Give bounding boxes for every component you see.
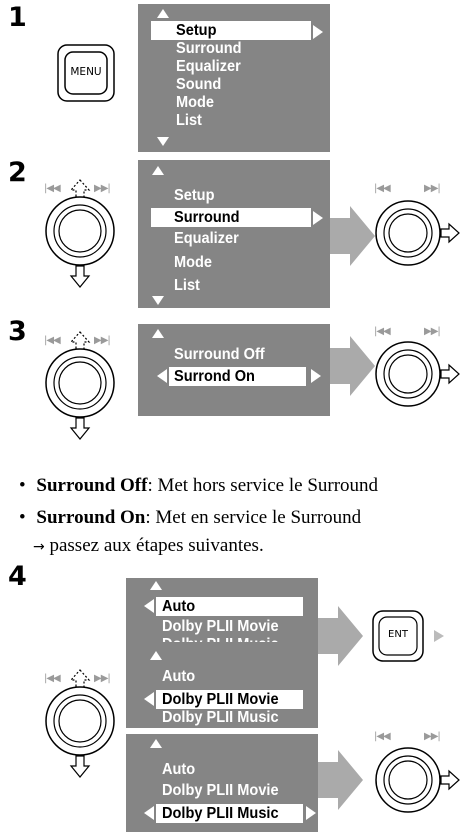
menu-item-list[interactable]: List: [176, 112, 202, 129]
menu-item-dolby-movie[interactable]: Dolby PLII Movie: [162, 618, 279, 635]
control-dial-icon: [375, 200, 460, 266]
menu-item-dolby-music[interactable]: Dolby PLII Music: [162, 805, 279, 822]
menu-screen-step1: Setup Surround Equalizer Sound Mode List: [138, 4, 330, 152]
scroll-down-icon: [152, 296, 164, 305]
scroll-up-icon: [157, 9, 169, 18]
arrow-right-icon: [330, 206, 375, 266]
seek-back-label: |◀◀: [374, 326, 391, 337]
arrow-right-icon: [318, 606, 363, 666]
bullet-term: Surround Off: [36, 475, 148, 496]
bullet-dot: •: [19, 507, 26, 528]
control-dial-icon: [375, 341, 460, 407]
menu-item-auto[interactable]: Auto: [162, 598, 196, 615]
menu-item-auto[interactable]: Auto: [162, 668, 196, 685]
enter-button-icon: [372, 610, 444, 662]
seek-forward-label: ▶▶|: [94, 335, 111, 346]
option-right-arrow-icon: [306, 806, 316, 820]
seek-forward-label: ▶▶|: [94, 673, 111, 684]
scroll-down-icon: [157, 137, 169, 146]
bullet-dot: •: [19, 475, 26, 496]
arrow-right-icon: [318, 750, 363, 810]
menu-button-icon: [57, 44, 115, 102]
step-number-2: 2: [8, 157, 27, 188]
scroll-up-icon: [150, 739, 162, 748]
continue-text: passez aux étapes suivantes.: [49, 535, 264, 556]
menu-item-auto[interactable]: Auto: [162, 761, 196, 778]
menu-item-equalizer[interactable]: Equalizer: [176, 58, 241, 75]
seek-back-label: |◀◀: [374, 731, 391, 742]
submenu-arrow-icon: [313, 211, 323, 225]
enter-button-label: ENT: [388, 629, 408, 640]
scroll-up-icon: [152, 166, 164, 175]
menu-item-surround-on[interactable]: Surrond On: [174, 368, 255, 385]
bullet-surround-off: • Surround Off: Met hors service le Surr…: [19, 474, 378, 498]
seek-back-label: |◀◀: [374, 183, 391, 194]
bullet-term: Surround On: [36, 507, 146, 528]
menu-button-label: MENU: [70, 66, 102, 78]
seek-back-label: |◀◀: [44, 335, 61, 346]
selection-highlight: [151, 208, 311, 227]
bullet-text: : Met en service le Surround: [145, 507, 362, 528]
menu-item-surround[interactable]: Surround: [176, 40, 242, 57]
seek-forward-label: ▶▶|: [94, 183, 111, 194]
option-left-arrow-icon: [144, 806, 154, 820]
selection-highlight: [156, 804, 303, 823]
menu-item-equalizer[interactable]: Equalizer: [174, 230, 239, 247]
menu-item-dolby-movie[interactable]: Dolby PLII Movie: [162, 782, 279, 799]
step-number-1: 1: [8, 2, 27, 33]
continue-note: → passez aux étapes suivantes.: [33, 534, 264, 559]
submenu-arrow-icon: [313, 25, 323, 39]
control-dial-icon: [45, 669, 115, 778]
arrow-right-small-icon: →: [33, 539, 45, 555]
option-left-arrow-icon: [144, 599, 154, 613]
bullet-surround-on: • Surround On: Met en service le Surroun…: [19, 506, 361, 530]
menu-item-setup[interactable]: Setup: [176, 22, 217, 39]
control-dial-icon: [375, 747, 460, 813]
menu-item-sound[interactable]: Sound: [176, 76, 222, 93]
selection-highlight: [151, 21, 311, 40]
seek-forward-label: ▶▶|: [424, 183, 441, 194]
step-number-3: 3: [8, 316, 27, 347]
menu-item-mode[interactable]: Mode: [174, 254, 213, 271]
menu-item-dolby-music[interactable]: Dolby PLII Music: [162, 709, 279, 726]
selection-highlight: [156, 597, 303, 616]
control-dial-icon: [45, 331, 115, 440]
seek-forward-label: ▶▶|: [424, 326, 441, 337]
menu-item-surround[interactable]: Surround: [174, 209, 240, 226]
seek-forward-label: ▶▶|: [424, 731, 441, 742]
menu-item-setup[interactable]: Setup: [174, 187, 215, 204]
menu-item-surround-off[interactable]: Surround Off: [174, 346, 265, 363]
selection-highlight: [156, 690, 303, 709]
menu-screen-step4-movie: Auto Dolby PLII Movie Dolby PLII Music: [126, 646, 318, 728]
scroll-up-icon: [152, 329, 164, 338]
scroll-up-icon: [150, 581, 162, 590]
step-number-4: 4: [8, 561, 27, 592]
menu-screen-step2: Setup Surround Equalizer Mode List: [138, 160, 330, 308]
menu-screen-step4-auto: Auto Dolby PLII Movie Dolby PLII Music: [126, 578, 318, 653]
selection-highlight: [169, 367, 306, 386]
scroll-up-icon: [150, 651, 162, 660]
menu-screen-step3: Surround Off Surrond On: [138, 324, 330, 416]
seek-back-label: |◀◀: [44, 183, 61, 194]
menu-item-mode[interactable]: Mode: [176, 94, 215, 111]
seek-back-label: |◀◀: [44, 673, 61, 684]
bullet-text: : Met hors service le Surround: [147, 475, 379, 496]
option-right-arrow-icon: [311, 369, 321, 383]
menu-screen-step4-music: Auto Dolby PLII Movie Dolby PLII Music: [126, 734, 318, 832]
menu-item-list[interactable]: List: [174, 277, 200, 294]
menu-item-dolby-movie[interactable]: Dolby PLII Movie: [162, 691, 279, 708]
control-dial-icon: [45, 179, 115, 288]
option-left-arrow-icon: [157, 369, 167, 383]
arrow-right-icon: [330, 336, 375, 396]
option-left-arrow-icon: [144, 692, 154, 706]
